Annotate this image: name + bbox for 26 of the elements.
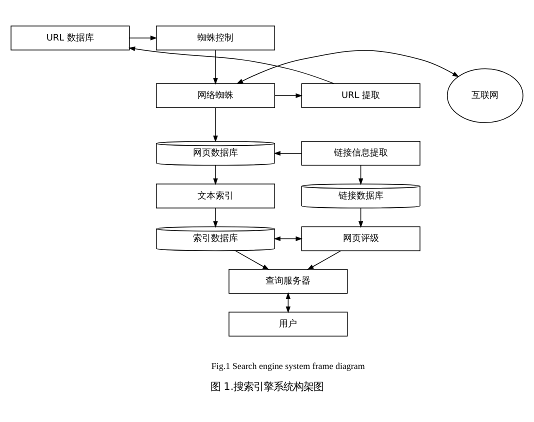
node-box: 网页评级: [301, 226, 420, 252]
arrow: [274, 150, 302, 156]
arrow: [234, 250, 270, 270]
node-box: 网络蜘蛛: [156, 83, 276, 108]
arrow: [236, 50, 460, 84]
arrow: [358, 208, 364, 228]
node-box: 蜘蛛控制: [156, 26, 276, 50]
node-box: URL 提取: [301, 83, 420, 108]
arrow: [129, 36, 158, 40]
node-ellipse: 互联网: [446, 68, 524, 123]
arrow: [274, 93, 302, 98]
arrow: [213, 164, 218, 186]
arrow: [213, 208, 218, 228]
label: Fig.1 Search engine system frame diagram: [211, 361, 365, 372]
caption: 图 1.搜索引擎系统构架图: [210, 381, 324, 394]
arrow: [213, 50, 218, 85]
arrow: [307, 250, 342, 270]
arrow: [128, 46, 334, 84]
arrow: [358, 164, 364, 186]
arrow: [213, 107, 218, 142]
node-box: 文本索引: [156, 184, 276, 208]
node-box: 链接信息提取: [301, 140, 420, 166]
arrow: [274, 236, 302, 242]
node-box: URL 数据库: [10, 26, 130, 50]
node-box: 查询服务器: [228, 269, 348, 294]
node-box: 用户: [228, 312, 348, 336]
